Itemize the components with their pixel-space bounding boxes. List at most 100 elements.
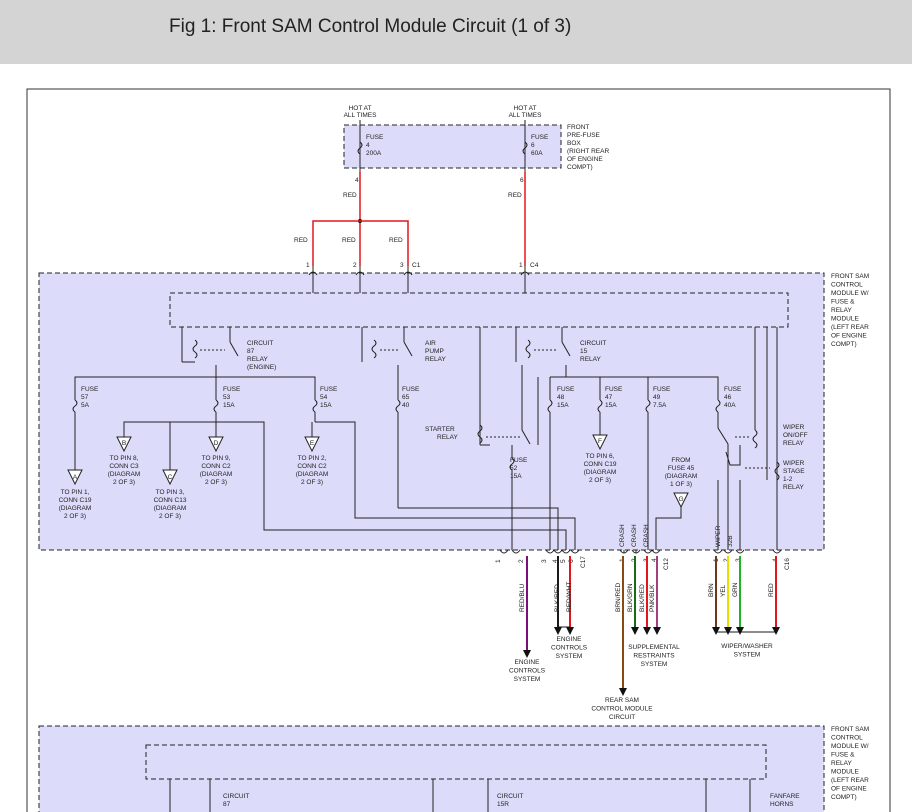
wiper-relays-symbol	[717, 427, 780, 550]
c4-label: C4	[530, 262, 539, 269]
label-red-wiper: RED	[768, 583, 775, 597]
svg-text:3: 3	[541, 559, 548, 563]
svg-text:1: 1	[495, 559, 502, 563]
conn-a-letter: A	[73, 474, 78, 481]
red-branch-mid-label: RED	[342, 237, 356, 244]
svg-text:CRASH: CRASH	[619, 524, 626, 547]
label-blk-red-2: BLK/RED	[639, 584, 646, 612]
svg-text:6: 6	[568, 559, 575, 563]
c1-pin1: 1	[306, 262, 310, 269]
svg-text:5: 5	[560, 559, 567, 563]
conn-c-letter: C	[168, 474, 173, 481]
conn-d-letter: D	[214, 440, 219, 447]
svg-text:C17: C17	[580, 556, 587, 568]
label-yel: YEL	[720, 584, 727, 597]
conn-b-letter: B	[122, 440, 126, 447]
red-branch-right-label: RED	[389, 237, 403, 244]
svg-text:CRASH: CRASH	[643, 524, 650, 547]
conn-f-letter: F	[598, 438, 602, 445]
c1-pin3: 3	[400, 262, 404, 269]
module2-relay-stubs	[169, 779, 751, 812]
conn-e-letter: E	[310, 440, 315, 447]
label-brn: BRN	[708, 583, 715, 597]
svg-text:C12: C12	[663, 558, 670, 570]
prefuse-box	[343, 124, 562, 169]
figure-header-bar: Fig 1: Front SAM Control Module Circuit …	[0, 0, 912, 64]
label-pnk-blk: PNK/BLK	[649, 584, 656, 612]
c17-connector-labels: 1 2 3 4 5 6 C17	[495, 556, 587, 568]
fuse53-54-distribution	[123, 421, 576, 550]
label-grn: GRN	[732, 582, 739, 597]
pin6-label: 6	[520, 177, 524, 184]
label-red-wht: RED/WHT	[566, 582, 573, 612]
internal-fuse-bus	[74, 327, 778, 550]
connector-triangles	[67, 434, 689, 509]
air-pump-relay-symbol	[361, 327, 413, 362]
bottom-connector-hoops	[499, 549, 782, 554]
internal-bus-box-2	[145, 744, 767, 780]
c1-pin2: 2	[353, 262, 357, 269]
label-brn-red: BRN/RED	[615, 582, 622, 612]
red-branch-left-label: RED	[294, 237, 308, 244]
label-red-blu: RED/BLU	[519, 584, 526, 612]
red-label-top-right: RED	[508, 192, 522, 199]
figure-title: Fig 1: Front SAM Control Module Circuit …	[169, 16, 572, 37]
relay-87-symbol	[181, 327, 239, 363]
module-fuse-symbols	[72, 399, 721, 550]
c4-pin1: 1	[519, 262, 523, 269]
starter-relay-symbol	[477, 365, 539, 550]
svg-text:32B: 32B	[727, 535, 734, 547]
wire-arrowheads	[523, 627, 780, 696]
pin4-label: 4	[355, 177, 359, 184]
svg-text:2: 2	[723, 558, 730, 562]
svg-text:WIPER: WIPER	[715, 525, 722, 547]
top-connector-hoops	[308, 266, 530, 293]
svg-text:C16: C16	[784, 558, 791, 570]
fuse6-symbol	[522, 141, 528, 155]
red-label-top-left: RED	[343, 192, 357, 199]
svg-text:2: 2	[518, 559, 525, 563]
svg-text:3: 3	[735, 558, 742, 562]
conn-g-letter: G	[678, 496, 683, 503]
red-branch-wire	[312, 220, 409, 266]
c1-label: C1	[412, 262, 421, 269]
label-blk-grn: BLK/GRN	[627, 583, 634, 612]
relay-15-symbol	[515, 327, 571, 362]
internal-bus-box	[169, 292, 789, 328]
